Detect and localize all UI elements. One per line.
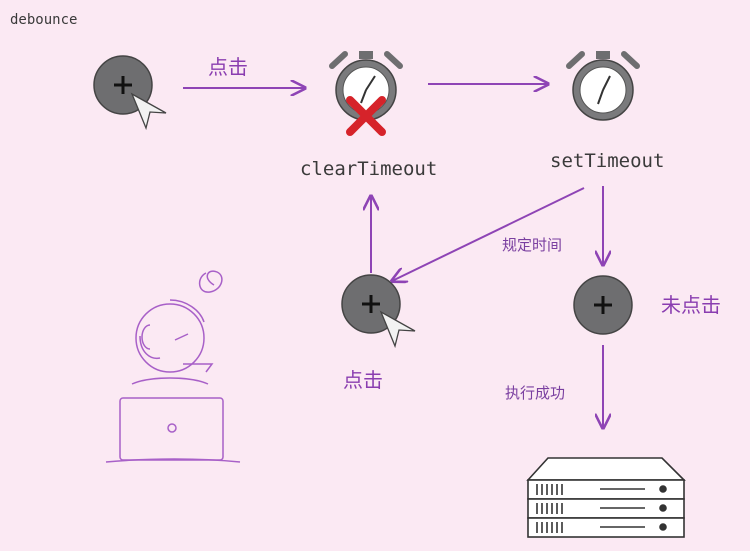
stopwatch-set <box>566 51 640 121</box>
thought-swirl-icon <box>198 270 223 293</box>
stopwatch-clear <box>329 51 403 136</box>
label-click-top: 点击 <box>208 55 248 79</box>
label-clear-timeout: clearTimeout <box>300 158 437 180</box>
click-button-top <box>93 55 167 131</box>
plus-sign-icon <box>114 76 132 94</box>
click-button-bottom <box>341 274 416 349</box>
cross-icon <box>346 96 386 136</box>
cursor-icon <box>130 92 167 131</box>
label-exec-success: 执行成功 <box>505 384 565 402</box>
plus-sign-icon <box>362 295 380 313</box>
arrow-set-to-click <box>392 187 585 281</box>
label-click-bottom: 点击 <box>343 368 383 392</box>
person-at-laptop-icon <box>105 270 241 463</box>
diagram-title: debounce <box>10 12 77 28</box>
label-not-clicked: 未点击 <box>661 293 721 317</box>
label-set-timeout: setTimeout <box>550 150 664 172</box>
not-clicked-button <box>573 275 633 335</box>
server-rack-icon <box>526 457 686 538</box>
plus-sign-icon <box>594 296 612 314</box>
label-specified-time: 规定时间 <box>502 236 562 254</box>
cursor-icon <box>379 310 416 349</box>
